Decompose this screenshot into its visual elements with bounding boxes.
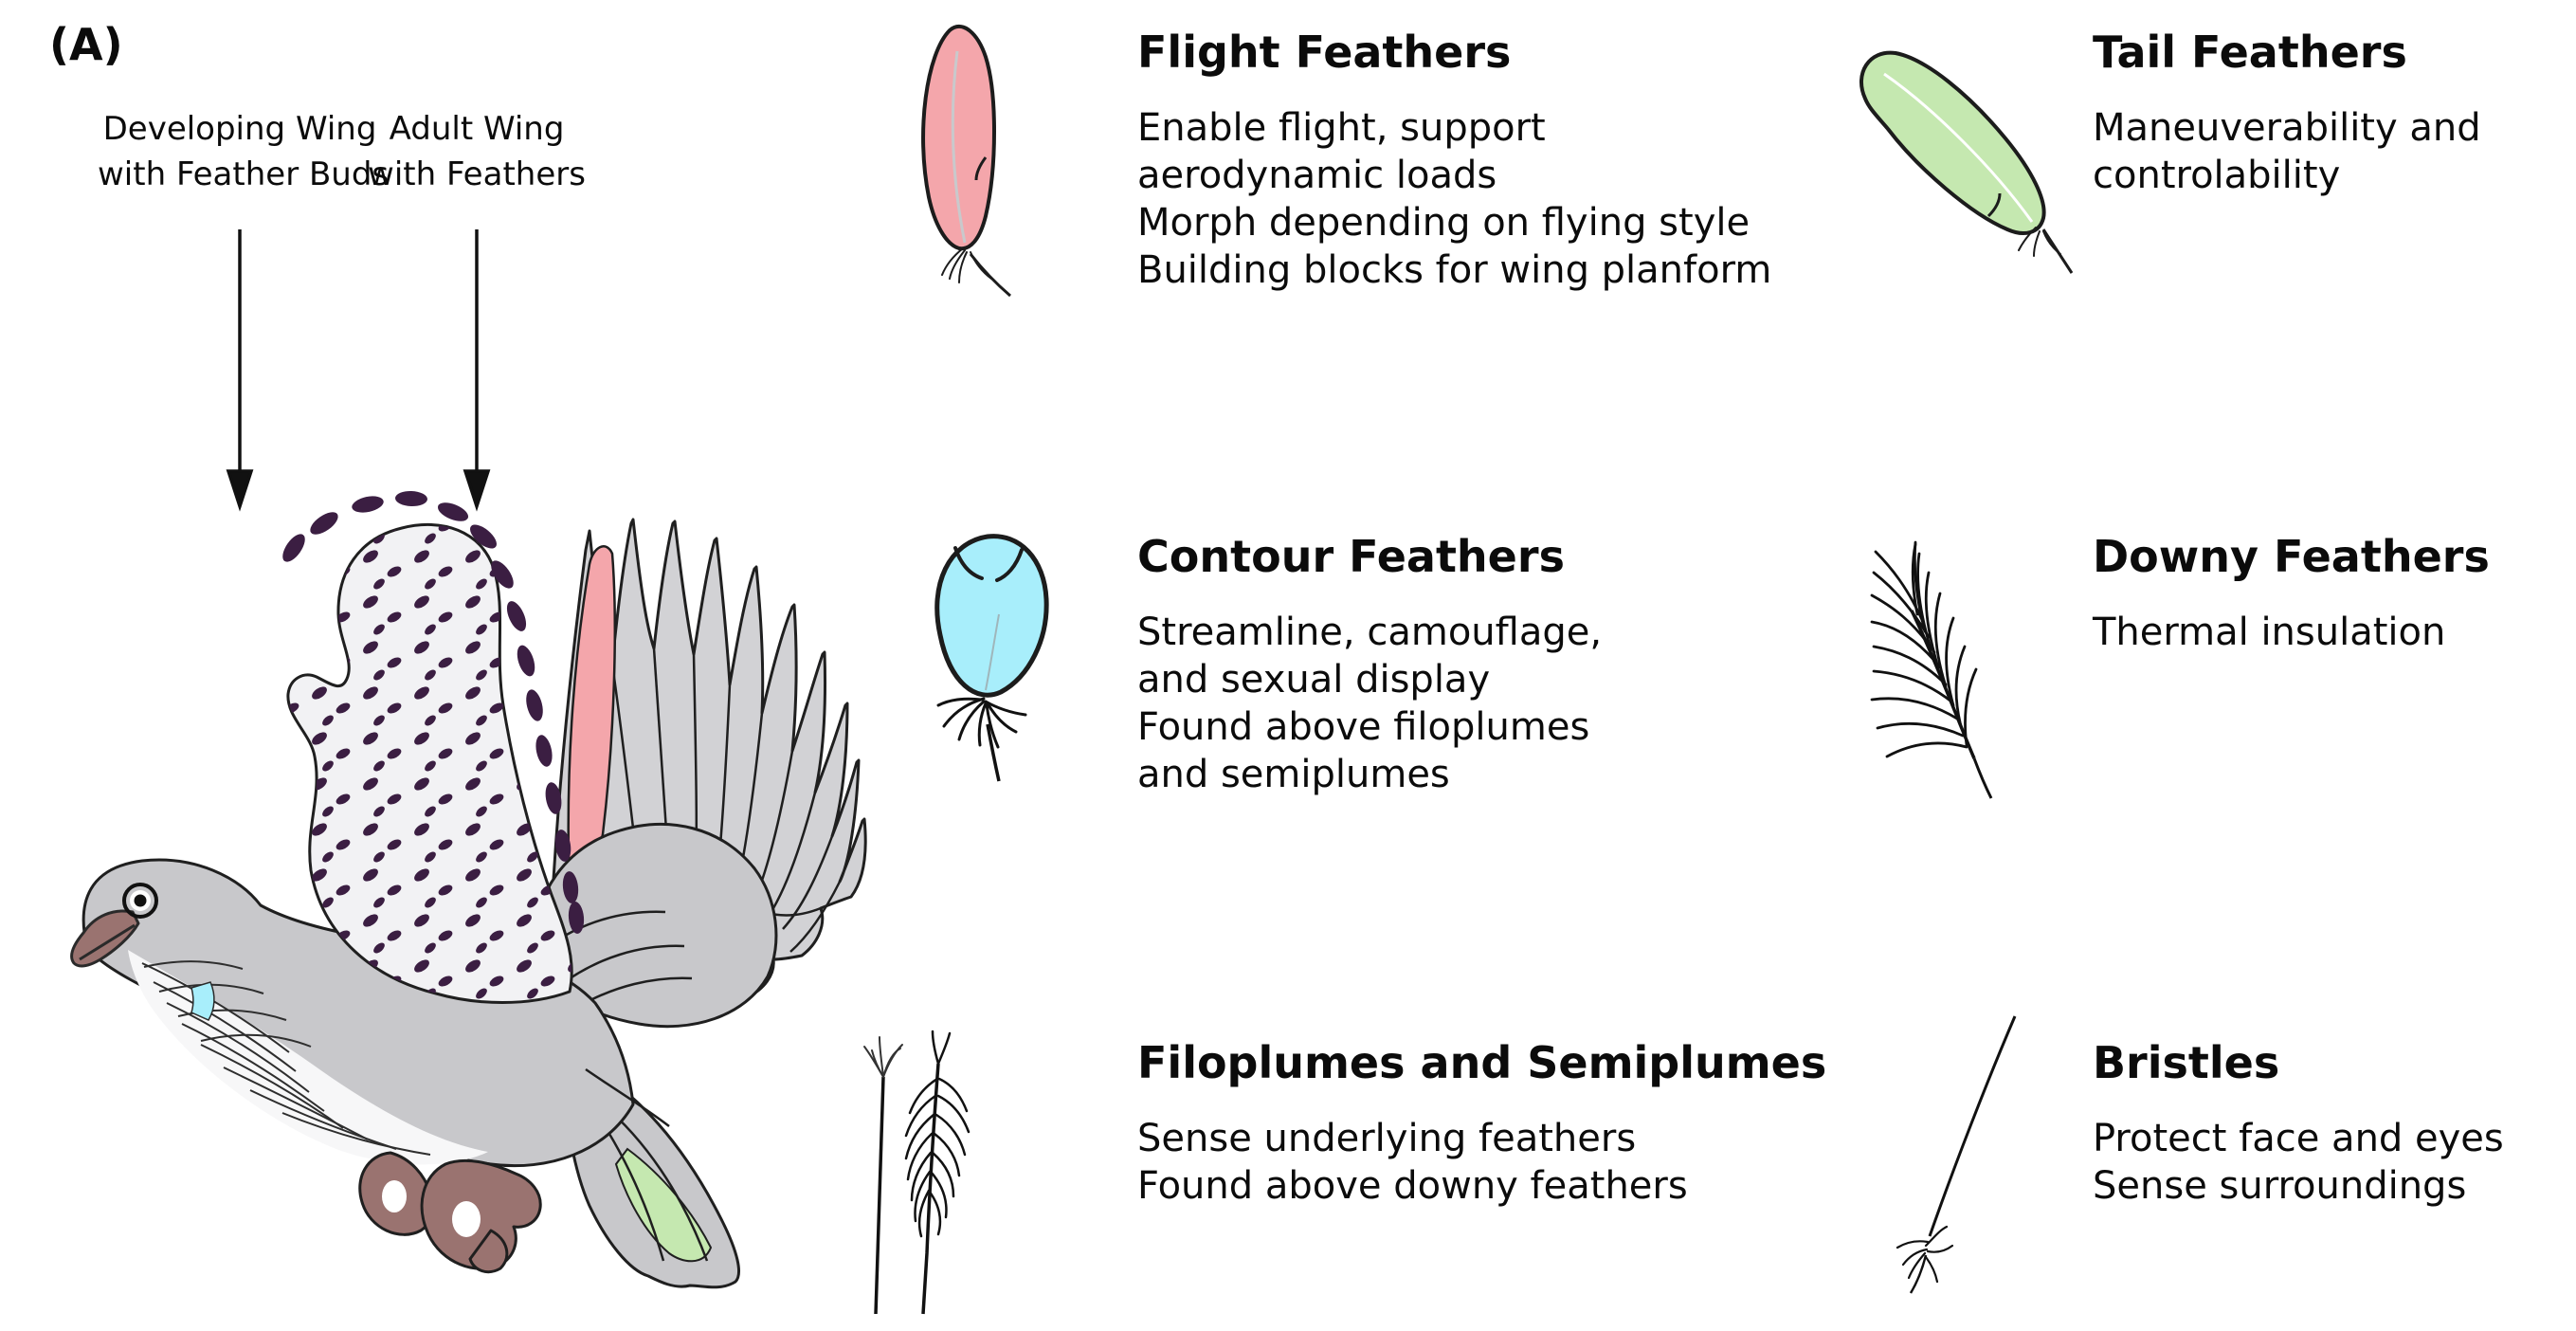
contour-feathers-line: Streamline, camouflage,	[1137, 611, 1603, 654]
adult-wing-coverts	[529, 822, 778, 1029]
bird-body	[82, 858, 670, 1168]
breast-striations	[141, 960, 431, 1156]
adult-wing-arrowhead	[463, 469, 491, 512]
developing-wing-spot-pattern	[287, 524, 572, 1003]
flight-feathers-line: Morph depending on flying style	[1137, 201, 1751, 245]
flight-feathers-title: Flight Feathers	[1137, 27, 1512, 78]
adult-wing-label-line1: Adult Wing	[389, 110, 565, 148]
back-foot-gap	[382, 1180, 407, 1212]
contour-feather-icon	[934, 534, 1049, 782]
bird-head-details	[70, 883, 158, 968]
adult-wing-arrow	[463, 229, 491, 512]
folded-wing-line	[585, 1067, 670, 1127]
section-contour-feathers: Contour Feathers Streamline, camouflage,…	[1137, 529, 1990, 798]
section-tail-feathers: Tail Feathers Maneuverability and contro…	[2093, 25, 2576, 199]
beak-mouth-line	[79, 923, 136, 961]
section-bristles: Bristles Protect face and eyes Sense sur…	[2093, 1035, 2576, 1210]
semiplume-icon	[904, 1030, 971, 1315]
filoplumes-semiplumes-title: Filoplumes and Semiplumes	[1137, 1037, 1827, 1088]
section-downy-feathers: Downy Feathers Thermal insulation	[2093, 529, 2576, 656]
contour-feathers-line: Found above filoplumes	[1137, 705, 1590, 749]
section-flight-feathers: Flight Feathers Enable flight, support a…	[1137, 25, 1990, 294]
downy-feather-icon	[1870, 540, 1993, 799]
flight-feathers-line: Building blocks for wing planform	[1137, 248, 1772, 292]
breast-cyan-feather	[190, 981, 215, 1021]
filoplume-icon	[863, 1036, 903, 1315]
downy-feathers-title: Downy Feathers	[2093, 531, 2490, 582]
adult-wing	[529, 518, 867, 1029]
flight-feathers-line: Enable flight, support	[1137, 106, 1546, 150]
bristles-title: Bristles	[2093, 1037, 2280, 1088]
developing-wing-arrow	[226, 229, 254, 512]
adult-wing-label-line2: with Feathers	[368, 155, 586, 193]
adult-wing-label: Adult Wing with Feathers	[335, 106, 619, 197]
panel-label: (A)	[49, 19, 123, 70]
bristles-line: Protect face and eyes	[2093, 1117, 2504, 1160]
beak	[70, 909, 140, 968]
bird-feet	[358, 1151, 542, 1274]
downy-feathers-line: Thermal insulation	[2093, 611, 2446, 654]
developing-wing-label-line1: Developing Wing	[102, 110, 377, 148]
feather-buds	[282, 490, 585, 934]
tail-feathers-title: Tail Feathers	[2093, 27, 2407, 78]
developing-wing-label: Developing Wing with Feather Buds	[98, 106, 390, 197]
bristles-line: Sense surroundings	[2093, 1164, 2467, 1208]
tail-feathers-line: Maneuverability and	[2093, 106, 2481, 150]
bristle-icon	[1896, 1015, 2017, 1294]
flight-feather-icon	[921, 24, 1011, 298]
tail-feathers-line: controlability	[2093, 154, 2341, 197]
contour-feathers-line: and sexual display	[1137, 658, 1491, 702]
tail-green-feather	[614, 1147, 713, 1263]
front-foot	[420, 1158, 542, 1270]
contour-feathers-line: and semiplumes	[1137, 753, 1450, 796]
filoplume-semiplume-icon	[863, 1030, 971, 1315]
flight-feathers-line: aerodynamic loads	[1137, 154, 1497, 197]
developing-wing	[282, 490, 585, 1004]
tail-feather-icon	[1859, 50, 2074, 274]
filoplumes-semiplumes-line: Sense underlying feathers	[1137, 1117, 1637, 1160]
filoplumes-semiplumes-line: Found above downy feathers	[1137, 1164, 1688, 1208]
contour-feathers-title: Contour Feathers	[1137, 531, 1565, 582]
front-foot-claw	[468, 1229, 509, 1274]
front-foot-gap	[452, 1201, 481, 1237]
eye	[122, 883, 158, 919]
developing-wing-arrowhead	[226, 469, 254, 512]
section-filoplumes-semiplumes: Filoplumes and Semiplumes Sense underlyi…	[1137, 1035, 1990, 1210]
developing-wing-label-line2: with Feather Buds	[98, 155, 390, 193]
